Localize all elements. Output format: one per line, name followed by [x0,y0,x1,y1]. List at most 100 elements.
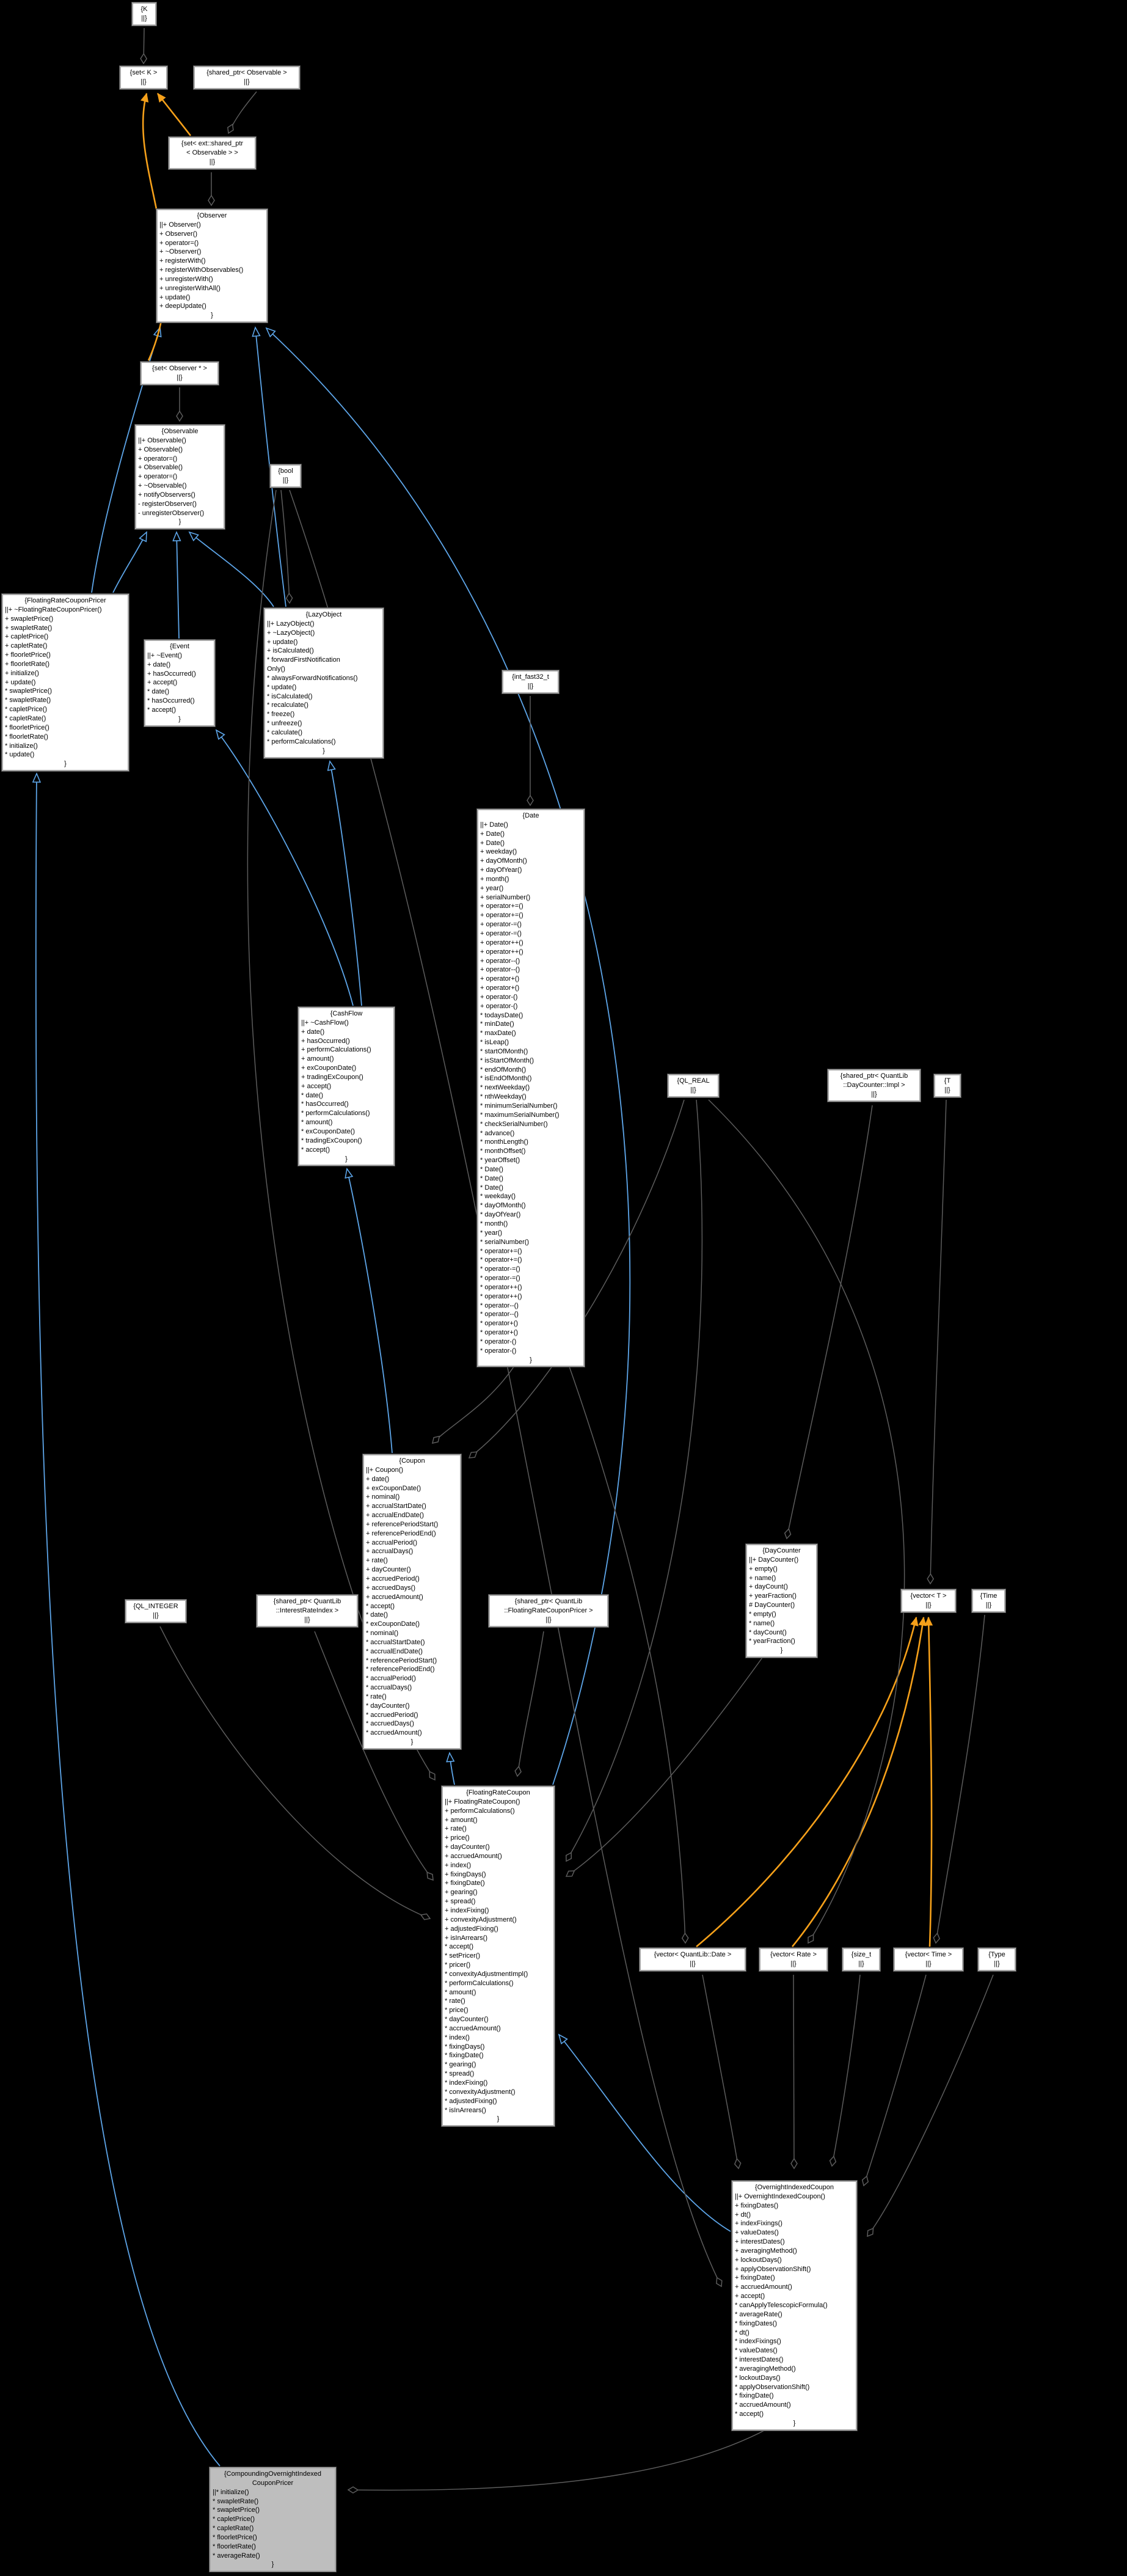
class-node-date-member-17: + operator+() [480,975,520,983]
class-node-ql-real[interactable]: {QL_REAL||} [667,1074,720,1098]
class-node-date-member-49: * operator-=() [480,1265,520,1273]
class-node-floating-rate-coupon-member-10: + gearing() [445,1889,478,1897]
edge-vector-time-to-vector-t [924,1616,933,1947]
class-node-cash-flow[interactable]: {CashFlow||+ ~CashFlow()+ date()+ hasOcc… [297,1006,395,1167]
class-node-floating-rate-coupon-pricer-member-16: * update() [5,751,35,759]
class-node-set-observer-ptr[interactable]: {set< Observer * >||} [140,361,219,386]
class-node-event[interactable]: {Event||+ ~Event()+ date()+ hasOccurred(… [144,639,216,727]
class-node-overnight-indexed-coupon-member-8: + applyObservationShift() [735,2265,811,2273]
class-node-coupon-member-24: * accrualDays() [366,1684,412,1692]
class-node-date-member-22: * minDate() [480,1020,514,1028]
class-node-day-counter-member-0: ||+ DayCounter() [749,1556,799,1564]
class-node-event-member-2: + hasOccurred() [147,670,196,678]
class-node-date[interactable]: {Date||+ Date()+ Date()+ Date()+ weekday… [476,808,585,1368]
class-node-overnight-indexed-coupon-member-16: * indexFixings() [735,2338,781,2346]
class-node-shared-ptr-day-counter-impl[interactable]: {shared_ptr< QuantLib::DayCounter::Impl … [827,1069,921,1102]
class-node-coupon[interactable]: {Coupon||+ Coupon()+ date()+ exCouponDat… [362,1454,462,1750]
class-node-set-ext-shared-ptr-observable[interactable]: {set< ext::shared_ptr< Observable > >||} [168,136,257,170]
class-node-observable-title-0: {Observable [161,428,199,435]
class-node-floating-rate-coupon-pricer[interactable]: {FloatingRateCouponPricer||+ ~FloatingRa… [1,593,129,772]
class-node-date-member-46: * serialNumber() [480,1238,530,1246]
class-node-type[interactable]: {Type||} [977,1947,1016,1972]
class-node-event-closing: } [178,715,181,723]
class-node-floating-rate-coupon-member-15: + isInArrears() [445,1934,487,1942]
class-node-day-counter-member-9: * yearFraction() [749,1637,795,1645]
edge-type-to-overnight-indexed-coupon [867,1974,994,2236]
class-node-bool[interactable]: {bool||} [269,464,302,488]
class-node-observer-member-7: + unregisterWithAll() [159,284,221,292]
class-node-floating-rate-coupon-member-17: * setPricer() [445,1952,481,1960]
class-node-cash-flow-member-0: ||+ ~CashFlow() [301,1019,349,1026]
class-node-int-fast32-t[interactable]: {int_fast32_t||} [501,670,560,694]
class-node-overnight-indexed-coupon[interactable]: {OvernightIndexedCoupon||+ OvernightInde… [731,2180,858,2431]
class-node-shared-ptr-floating-rate-coupon-pricer[interactable]: {shared_ptr< QuantLib::FloatingRateCoupo… [488,1594,609,1628]
class-node-shared-ptr-interest-rate-index[interactable]: {shared_ptr< QuantLib::InterestRateIndex… [256,1594,359,1628]
class-node-shared-ptr-interest-rate-index-closing: ||} [304,1615,310,1623]
class-node-floating-rate-coupon-member-23: * price() [445,2007,469,2014]
class-node-lazy-object-member-8: * isCalculated() [267,692,313,700]
class-node-coupon-member-28: * accruedDays() [366,1720,414,1728]
class-node-bool-title-0: {bool [278,467,293,475]
class-node-floating-rate-coupon-member-22: * rate() [445,1997,465,2005]
class-node-floating-rate-coupon[interactable]: {FloatingRateCoupon||+ FloatingRateCoupo… [441,1785,555,2128]
class-node-floating-rate-coupon-member-9: + fixingDate() [445,1879,485,1887]
class-node-overnight-indexed-coupon-member-4: + valueDates() [735,2229,779,2237]
class-node-observable-member-0: ||+ Observable() [138,436,186,444]
class-node-shared-ptr-observable[interactable]: {shared_ptr< Observable >||} [193,65,301,90]
class-node-observer-closing: } [211,312,213,320]
class-node-lazy-object[interactable]: {LazyObject||+ LazyObject()+ ~LazyObject… [263,607,384,759]
class-node-date-member-11: + operator-=() [480,921,522,929]
class-node-size-t[interactable]: {size_t||} [842,1947,881,1972]
class-node-vector-rate[interactable]: {vector< Rate >||} [759,1947,828,1972]
edge-lazy-object-to-observable [189,532,274,607]
class-node-date-member-47: * operator+=() [480,1247,522,1255]
class-node-lazy-object-member-9: * recalculate() [267,701,308,709]
class-node-date-member-14: + operator++() [480,948,523,956]
class-node-vector-quantlib-date[interactable]: {vector< QuantLib::Date >||} [639,1947,746,1972]
class-node-coupon-member-29: * accruedAmount() [366,1729,422,1737]
class-node-floating-rate-coupon-member-7: + index() [445,1861,472,1869]
class-node-k[interactable]: {K||} [131,2,157,26]
class-node-overnight-indexed-coupon-member-23: * accruedAmount() [735,2401,791,2409]
class-node-vector-time-closing: ||} [925,1959,932,1967]
class-node-ql-integer[interactable]: {QL_INTEGER||} [125,1599,187,1623]
class-node-coupon-member-21: * referencePeriodStart() [366,1656,437,1664]
class-node-time-closing: ||} [985,1601,992,1609]
class-node-floating-rate-coupon-member-30: * spread() [445,2070,475,2078]
edge-compounding-pricer-to-floating-rate-coupon-pricer [36,774,221,2467]
edge-shared-ptr-impl-to-day-counter [787,1105,873,1539]
class-node-overnight-indexed-coupon-member-3: + indexFixings() [735,2220,782,2228]
class-node-overnight-indexed-coupon-member-24: * accept() [735,2410,764,2418]
class-node-floating-rate-coupon-title-0: {FloatingRateCoupon [466,1789,530,1796]
class-node-floating-rate-coupon-member-28: * fixingDate() [445,2052,484,2060]
class-node-compounding-overnight-indexed-coupon-pricer-member-0: ||* initialize() [213,2488,249,2496]
class-node-observable[interactable]: {Observable||+ Observable()+ Observable(… [134,423,225,530]
class-node-observer[interactable]: {Observer||+ Observer()+ Observer()+ ope… [156,208,268,324]
class-node-date-member-57: * operator-() [480,1337,517,1345]
class-node-set-k[interactable]: {set< K >||} [119,65,168,90]
class-node-observer-member-4: + registerWith() [159,257,206,265]
class-node-overnight-indexed-coupon-member-6: + averagingMethod() [735,2247,797,2255]
class-node-lazy-object-member-2: + update() [267,638,298,646]
class-node-day-counter[interactable]: {DayCounter||+ DayCounter()+ empty()+ na… [745,1543,818,1659]
edge-shared-ptr-pricer-to-floating-rate-coupon [517,1631,544,1776]
class-node-compounding-overnight-indexed-coupon-pricer-member-6: * floorletRate() [213,2542,256,2550]
class-node-coupon-member-13: + accruedDays() [366,1584,416,1592]
class-node-coupon-member-9: + accrualDays() [366,1548,414,1556]
class-node-floating-rate-coupon-pricer-member-1: + swapletPrice() [5,615,54,623]
class-node-overnight-indexed-coupon-member-20: * lockoutDays() [735,2374,781,2382]
class-node-type-title-0: {Type [988,1951,1005,1958]
class-node-vector-t[interactable]: {vector< T >||} [900,1589,957,1613]
class-node-floating-rate-coupon-member-18: * pricer() [445,1961,471,1969]
edge-vector-rate-to-vector-t [791,1616,927,1947]
class-node-t[interactable]: {T||} [933,1074,961,1098]
edge-cash-flow-to-lazy-object [330,761,362,1006]
class-node-time[interactable]: {Time||} [971,1589,1006,1613]
class-node-overnight-indexed-coupon-member-12: * canApplyTelescopicFormula() [735,2301,828,2309]
class-node-floating-rate-coupon-member-12: + indexFixing() [445,1906,489,1914]
class-node-date-member-38: * Date() [480,1165,503,1173]
class-node-vector-time[interactable]: {vector< Time >||} [893,1947,964,1972]
class-node-observable-member-7: - registerObserver() [138,500,197,508]
class-node-shared-ptr-interest-rate-index-title-1: ::InterestRateIndex > [275,1606,339,1614]
